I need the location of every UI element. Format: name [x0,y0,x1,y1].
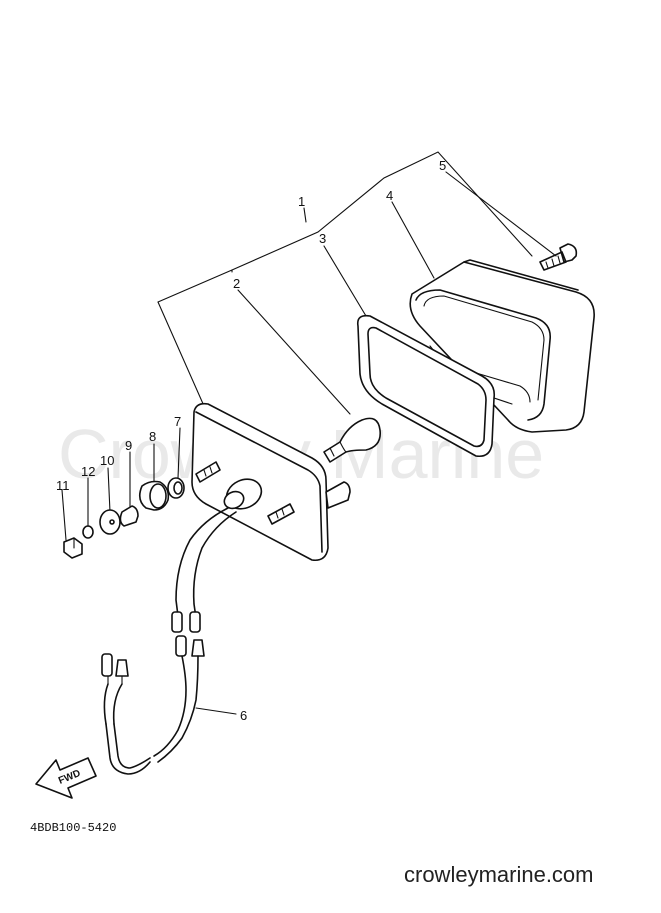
washer-7 [167,477,185,499]
nut-11 [63,537,83,559]
callout-11: 11 [56,478,70,493]
callout-2: 2 [233,276,240,291]
callout-4: 4 [386,188,393,203]
lock-washer-12 [82,525,94,539]
callout-7: 7 [174,414,181,429]
wire-harness [171,507,237,633]
grommet-8 [138,480,170,511]
lens-housing [409,259,595,433]
lead-wire [101,635,205,775]
callout-3: 3 [319,231,326,246]
base-plate [191,402,351,562]
assembly-bracket [157,151,533,407]
site-url: crowleymarine.com [404,862,594,887]
leader-lines [61,171,557,715]
gasket [356,314,496,458]
callout-9: 9 [125,438,132,453]
callout-6: 6 [240,708,247,723]
collar-9 [119,505,139,527]
callout-8: 8 [149,429,156,444]
callout-numbers: 1 2 3 4 5 6 7 8 9 10 12 11 [56,158,446,723]
screw [539,243,578,271]
plate-washer-10 [99,509,121,535]
callout-10: 10 [100,453,114,468]
callout-1: 1 [298,194,305,209]
callout-12: 12 [81,464,95,479]
callout-5: 5 [439,158,446,173]
fwd-arrow: FWD [35,757,97,799]
diagram-code: 4BDB100-5420 [30,821,116,835]
bulb [323,417,382,463]
